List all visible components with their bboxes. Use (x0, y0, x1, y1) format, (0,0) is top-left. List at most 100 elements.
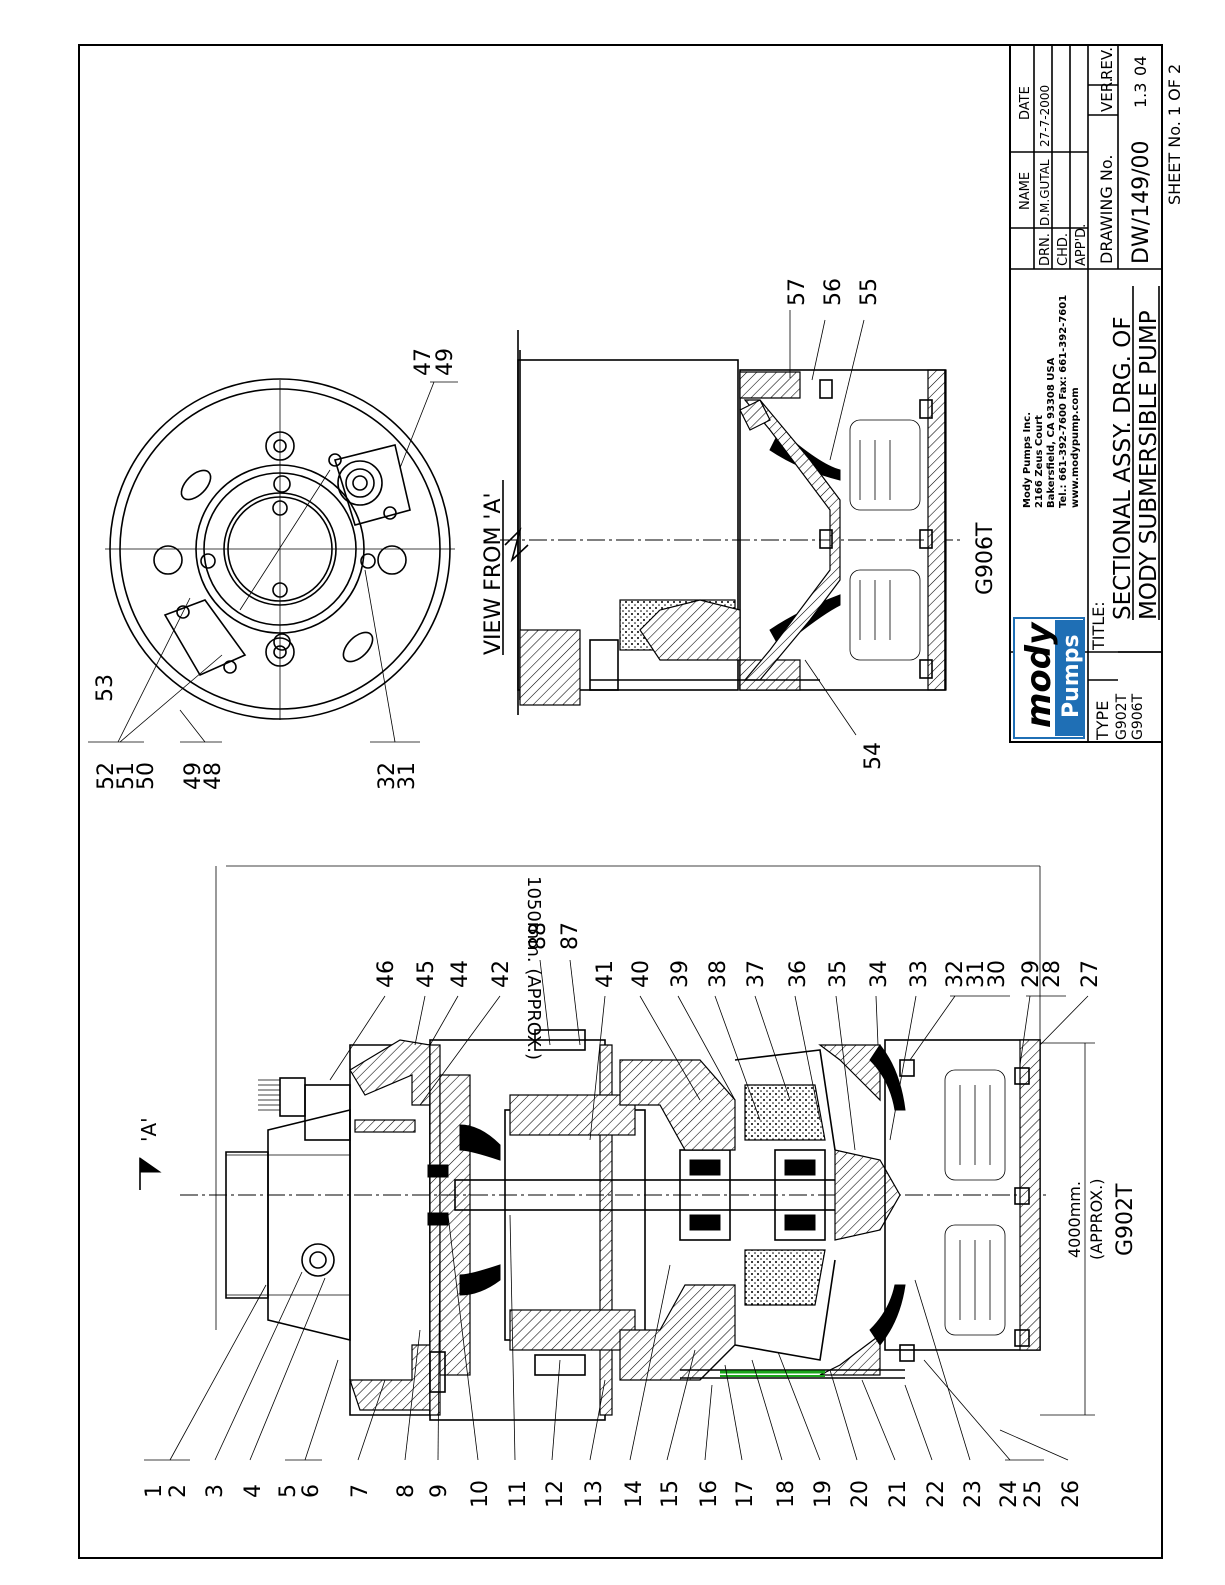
date-header: DATE (1018, 86, 1033, 120)
callout-45: 45 (414, 960, 439, 988)
chd-label: CHD. (1056, 233, 1071, 266)
callout-31-top: 31 (395, 762, 420, 790)
sheet-border (78, 44, 1163, 1559)
left-callouts: 1 2 3 4 5 6 7 8 9 10 11 12 13 14 15 16 1… (142, 1480, 1084, 1508)
callout-52: 52 (94, 762, 119, 790)
drawing-label: 'A' (137, 1117, 161, 1142)
drawing-label: www.modypump.com (1070, 387, 1081, 508)
callout-35: 35 (826, 960, 851, 988)
width-dim-text: 4000mm. (1065, 1181, 1084, 1258)
top-view (88, 378, 458, 743)
callout-49-top: 49 (433, 348, 458, 376)
mody-pumps-logo: mody Pumps (1013, 617, 1085, 739)
callout-55: 55 (857, 278, 882, 306)
callout-38: 38 (706, 960, 731, 988)
top-view-callouts: 52 51 50 49 48 32 31 53 47 49 (93, 348, 458, 790)
callout-46: 46 (374, 960, 399, 988)
title-label: TITLE: (1089, 601, 1108, 651)
section-view-model: G906T (973, 522, 998, 595)
ver-label: VER. (1098, 78, 1116, 112)
view-a-marker: 'A' (137, 1117, 162, 1190)
callout-3: 3 (203, 1484, 228, 1498)
rev-value: 04 (1131, 56, 1150, 76)
title-line-1: SECTIONAL ASSY. DRG. OF (1110, 316, 1136, 620)
callout-24: 24 (997, 1480, 1022, 1508)
type-label: TYPE (1093, 701, 1112, 741)
callout-22: 22 (924, 1480, 949, 1508)
callout-49: 49 (181, 762, 206, 790)
drawing-no-label: DRAWING No. (1097, 155, 1116, 264)
callout-8: 8 (394, 1484, 419, 1498)
drawing-label: mody (1019, 621, 1059, 728)
callout-32-top: 32 (375, 762, 400, 790)
callout-11: 11 (506, 1480, 531, 1508)
appd-label: APP'D. (1074, 224, 1089, 266)
drn-label: DRN. (1038, 233, 1053, 266)
callout-40: 40 (629, 960, 654, 988)
section-view-title: VIEW FROM 'A' (481, 492, 506, 655)
name-header: NAME (1018, 172, 1033, 210)
callout-7: 7 (348, 1484, 373, 1498)
callout-9: 9 (427, 1484, 452, 1498)
main-model-label: G902T (1113, 1183, 1138, 1256)
drawing-label: Pumps (1059, 634, 1084, 718)
drawing-label: 2166 Zeus Court (1034, 415, 1045, 508)
right-callouts: 46 45 44 42 88 87 41 40 39 38 37 36 35 3… (374, 922, 1103, 988)
main-section-view (180, 1029, 1050, 1421)
callout-15: 15 (658, 1480, 683, 1508)
company-address: Mody Pumps Inc. 2166 Zeus Court Bakersfi… (1022, 295, 1081, 508)
callout-28: 28 (1040, 960, 1065, 988)
section-view (500, 310, 960, 736)
callout-44: 44 (448, 960, 473, 988)
drn-date: 27-7-2000 (1038, 85, 1052, 147)
callout-30: 30 (985, 960, 1010, 988)
section-view-callouts: 57 56 55 54 (785, 278, 886, 770)
callout-33: 33 (907, 960, 932, 988)
callout-26: 26 (1059, 1480, 1084, 1508)
callout-4: 4 (241, 1484, 266, 1498)
callout-25: 25 (1021, 1480, 1046, 1508)
callout-88: 88 (526, 922, 551, 950)
callout-36: 36 (786, 960, 811, 988)
ver-value: 1.3 (1131, 83, 1150, 108)
callout-6: 6 (299, 1484, 324, 1498)
stator-windings (509, 1094, 636, 1351)
callout-1: 1 (142, 1484, 167, 1498)
callout-41: 41 (593, 960, 618, 988)
width-dimension: 4000mm. (APPROX.) G902T (1040, 1042, 1138, 1416)
callout-21: 21 (886, 1480, 911, 1508)
callout-14: 14 (622, 1480, 647, 1508)
callout-31: 31 (964, 960, 989, 988)
title-line-2: MODY SUBMERSIBLE PUMP (1136, 310, 1162, 620)
callout-2: 2 (166, 1484, 191, 1498)
callout-42: 42 (489, 960, 514, 988)
callout-39: 39 (668, 960, 693, 988)
left-callout-leaders (144, 1214, 1069, 1461)
callout-27: 27 (1078, 960, 1103, 988)
callout-17: 17 (733, 1480, 758, 1508)
height-dimension: 1050mm. (APPROX.) (215, 865, 1041, 1330)
callout-50: 50 (134, 762, 159, 790)
callout-13: 13 (582, 1480, 607, 1508)
title-block: mody Pumps Mody Pumps Inc. 2166 Zeus Cou… (1009, 44, 1184, 743)
callout-87: 87 (558, 922, 583, 950)
drawing-no: DW/149/00 (1129, 140, 1154, 264)
callout-56: 56 (821, 278, 846, 306)
drawing-label: Tel.: 661-392-7600 Fax: 661-392-7601 (1058, 295, 1069, 508)
callout-34: 34 (867, 960, 892, 988)
callout-57: 57 (785, 278, 810, 306)
sheet-number: SHEET No. 1 OF 2 (1165, 64, 1184, 205)
height-dim-text: 1050mm. (APPROX.) (523, 876, 544, 1060)
callout-23: 23 (961, 1480, 986, 1508)
callout-53: 53 (93, 674, 118, 702)
callout-10: 10 (468, 1480, 493, 1508)
callout-32: 32 (943, 960, 968, 988)
callout-37: 37 (744, 960, 769, 988)
type-1: G902T (1114, 693, 1130, 740)
callout-51: 51 (114, 762, 139, 790)
type-2: G906T (1130, 693, 1146, 740)
drn-name: D.M.GUTAL (1038, 159, 1052, 226)
callout-20: 20 (848, 1480, 873, 1508)
callout-54: 54 (861, 742, 886, 770)
